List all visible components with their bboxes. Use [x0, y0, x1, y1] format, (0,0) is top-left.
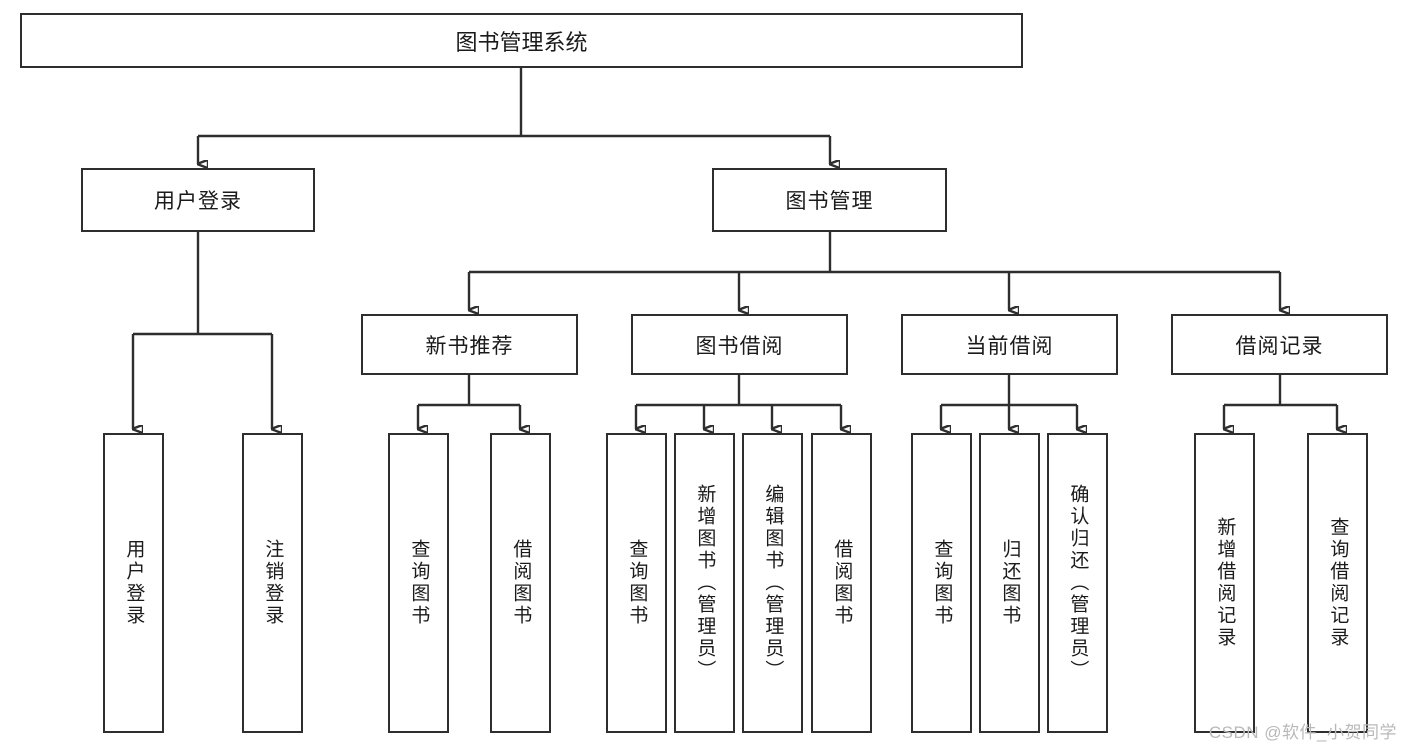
leaf-label: 查询图书: [408, 539, 430, 627]
leaf-borrow-query-book[interactable]: 查询图书: [606, 433, 667, 733]
node-borrow-record[interactable]: 借阅记录: [1171, 314, 1388, 375]
node-label: 图书借阅: [695, 334, 784, 358]
leaf-label: 用户登录: [123, 539, 145, 627]
node-label: 当前借阅: [965, 334, 1054, 358]
node-book-management[interactable]: 图书管理: [712, 168, 947, 232]
leaf-label: 新增图书（管理员）: [694, 484, 716, 682]
node-label: 新书推荐: [425, 334, 514, 358]
node-label: 借阅记录: [1235, 334, 1324, 358]
leaf-label: 查询图书: [931, 539, 953, 627]
leaf-label: 查询图书: [626, 539, 648, 627]
node-label: 图书管理系统: [455, 29, 588, 55]
leaf-borrow-add-book-admin[interactable]: 新增图书（管理员）: [674, 433, 735, 733]
leaf-label: 编辑图书（管理员）: [762, 484, 784, 682]
leaf-record-query-record[interactable]: 查询借阅记录: [1307, 433, 1368, 733]
node-new-book-recommend[interactable]: 新书推荐: [361, 314, 578, 375]
leaf-label: 借阅图书: [831, 539, 853, 627]
leaf-newbook-borrow-book[interactable]: 借阅图书: [490, 433, 551, 733]
leaf-label: 确认归还（管理员）: [1067, 484, 1089, 682]
leaf-newbook-query-book[interactable]: 查询图书: [388, 433, 449, 733]
leaf-label: 归还图书: [999, 539, 1021, 627]
leaf-current-confirm-return-admin[interactable]: 确认归还（管理员）: [1047, 433, 1108, 733]
leaf-label: 查询借阅记录: [1327, 517, 1349, 649]
leaf-current-return-book[interactable]: 归还图书: [979, 433, 1040, 733]
node-root-book-management-system[interactable]: 图书管理系统: [20, 13, 1023, 68]
leaf-borrow-borrow-book[interactable]: 借阅图书: [811, 433, 872, 733]
leaf-label: 借阅图书: [510, 539, 532, 627]
leaf-label: 注销登录: [262, 539, 284, 627]
leaf-user-login-signin[interactable]: 用户登录: [103, 433, 164, 733]
node-label: 用户登录: [154, 190, 242, 213]
leaf-label: 新增借阅记录: [1214, 517, 1236, 649]
node-current-borrow[interactable]: 当前借阅: [901, 314, 1118, 375]
node-user-login[interactable]: 用户登录: [81, 168, 315, 232]
node-book-borrow[interactable]: 图书借阅: [631, 314, 848, 375]
node-label: 图书管理: [785, 190, 874, 213]
leaf-user-login-logout[interactable]: 注销登录: [242, 433, 303, 733]
leaf-record-add-record[interactable]: 新增借阅记录: [1194, 433, 1255, 733]
leaf-current-query-book[interactable]: 查询图书: [911, 433, 972, 733]
watermark: CSDN @软件_小贺同学: [1208, 723, 1397, 742]
leaf-borrow-edit-book-admin[interactable]: 编辑图书（管理员）: [742, 433, 803, 733]
